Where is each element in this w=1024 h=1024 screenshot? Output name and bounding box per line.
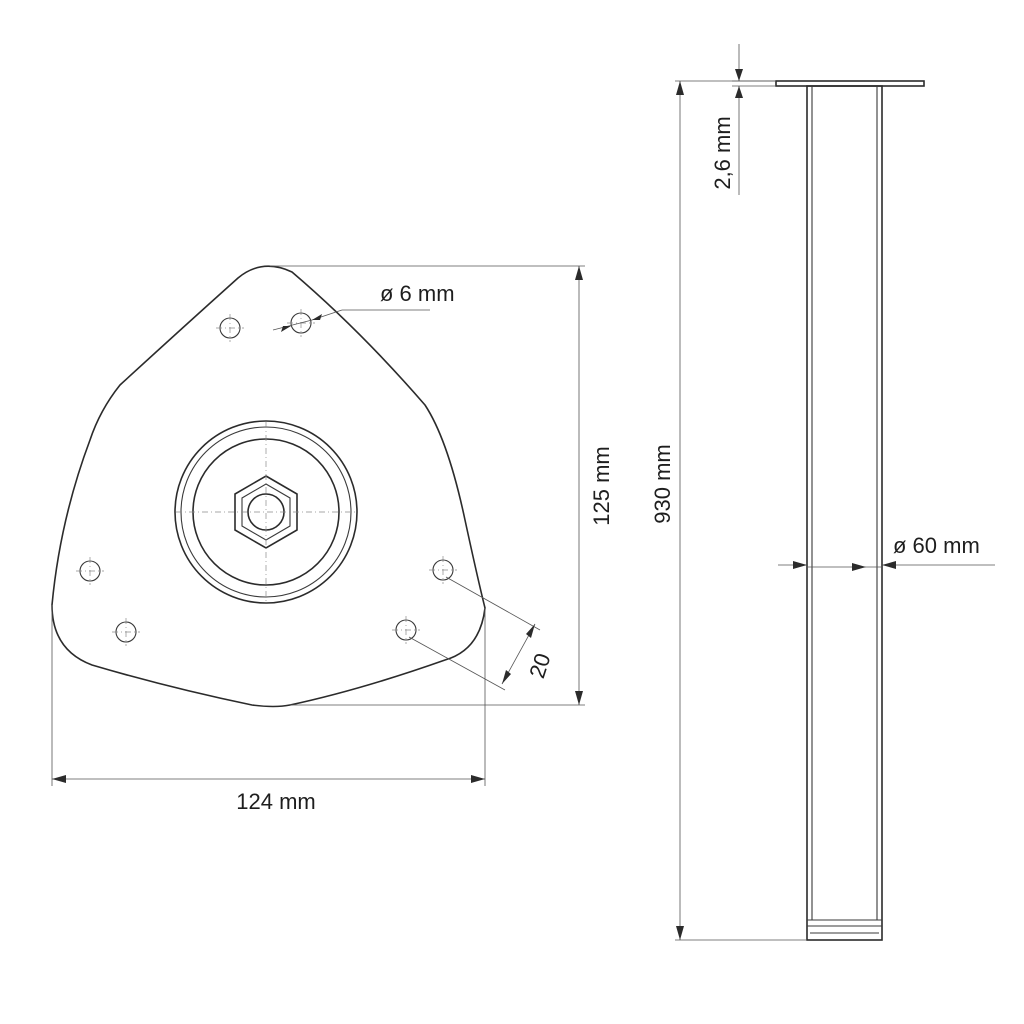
plate-width-label: 124 mm	[236, 789, 315, 814]
plate-height-dimension: 125 mm	[270, 265, 614, 706]
hole-diameter-dimension: ø 6 mm	[272, 281, 455, 332]
table-leg	[775, 80, 925, 941]
center-bore	[247, 493, 285, 531]
leg-tube	[806, 85, 883, 941]
plate-thickness-dimension: 2,6 mm	[710, 44, 776, 195]
hole-diameter-label: ø 6 mm	[380, 281, 455, 306]
leg-length-dimension: 930 mm	[650, 80, 807, 941]
plate-thickness-label: 2,6 mm	[710, 116, 735, 189]
leg-length-label: 930 mm	[650, 444, 675, 523]
mounting-plate	[51, 265, 486, 708]
leg-diameter-dimension: ø 60 mm	[778, 533, 995, 571]
plate-width-dimension: 124 mm	[51, 605, 486, 814]
plate-outline	[51, 265, 486, 708]
leg-diameter-label: ø 60 mm	[893, 533, 980, 558]
central-hub	[174, 420, 358, 604]
plate-height-label: 125 mm	[589, 446, 614, 525]
hole-centerlines	[76, 309, 457, 646]
hole-spacing-label: 20	[524, 650, 555, 681]
